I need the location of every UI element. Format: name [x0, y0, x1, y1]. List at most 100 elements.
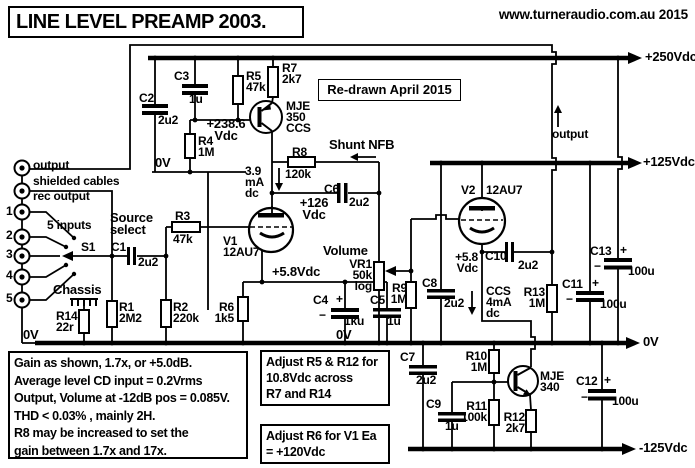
resistor-r6 — [237, 296, 249, 322]
five-inputs-label: 5 inputs — [47, 218, 92, 232]
capacitor-c5 — [373, 308, 401, 318]
flow-arrows — [275, 105, 562, 315]
v1-label: V1 12AU7 — [223, 234, 260, 259]
s1-label: S1 — [81, 240, 96, 254]
c12-label: C12 — [576, 374, 598, 388]
r1-label: R1 2M2 — [119, 300, 142, 325]
c10-label: C10 — [485, 249, 507, 263]
c11-plus-sign: + — [592, 276, 599, 290]
arrow-250v-icon — [628, 52, 642, 64]
shielded-cables-label: shielded cables — [33, 174, 120, 188]
c12-value: 100u — [612, 394, 639, 408]
adjust-r6-text: Adjust R6 for V1 Ea = +120Vdc — [266, 429, 377, 459]
rail-arrowheads — [622, 52, 642, 455]
rail-label-minus125v: -125Vdc — [639, 440, 688, 455]
v2-cathode — [469, 226, 495, 234]
base-voltage-label: +238.6 Vdc — [206, 116, 246, 143]
title-box: LINE LEVEL PREAMP 2003. — [8, 6, 304, 38]
connector-input-5 — [13, 291, 31, 309]
vr1-label: VR1 50k log — [349, 257, 372, 293]
c11-value: 100u — [600, 297, 627, 311]
capacitor-c9 — [438, 412, 466, 422]
connector-input-3 — [13, 247, 31, 265]
adjust-r6-box: Adjust R6 for V1 Ea = +120Vdc — [260, 424, 390, 464]
input-number-2: 2 — [6, 228, 13, 242]
c7-label: C7 — [400, 350, 415, 364]
capacitor-c2 — [142, 104, 168, 115]
c8-value: 2u2 — [444, 296, 465, 310]
output-signal-label: output — [552, 127, 589, 141]
adjust-r5-r12-box: Adjust R5 & R12 for 10.8Vdc across R7 an… — [260, 350, 390, 406]
arrow-minus125v-icon — [622, 443, 636, 455]
capacitor-c6 — [337, 183, 348, 203]
connector-input-4 — [13, 268, 31, 286]
connector-rec-output — [13, 182, 31, 200]
arrow-0v-icon — [626, 337, 640, 349]
gain-notes-text: Gain as shown, 1.7x, or +5.0dB. Average … — [14, 356, 230, 458]
c4-minus-sign: − — [319, 308, 326, 322]
r10-label: R10 1M — [465, 349, 488, 374]
capacitor-c3 — [182, 84, 208, 95]
rec-output-label: rec output — [33, 189, 90, 203]
resistor-r9 — [405, 281, 417, 309]
resistor-r8 — [287, 156, 316, 168]
redrawn-label: Re-drawn April 2015 — [327, 82, 452, 97]
mje340-label: MJE 340 — [540, 369, 565, 394]
output-connector-label: output — [33, 158, 70, 172]
capacitor-c10 — [505, 242, 514, 262]
c2-label: C2 — [139, 91, 154, 105]
input-number-4: 4 — [6, 268, 13, 282]
capacitor-c8 — [427, 289, 455, 299]
vr1-wiper-arrow-icon — [385, 266, 396, 276]
gain-notes-box: Gain as shown, 1.7x, or +5.0dB. Average … — [8, 351, 248, 459]
redrawn-box: Re-drawn April 2015 — [318, 79, 461, 101]
r4-label: R4 1M — [198, 134, 215, 159]
c6-value: 2u2 — [349, 195, 370, 209]
c11-minus-sign: − — [566, 292, 573, 306]
connector-input-1 — [13, 203, 31, 221]
c8-label: C8 — [422, 276, 437, 290]
r6-label: R6 1k5 — [214, 300, 235, 325]
v1-anode — [258, 213, 284, 218]
r8-value: 120k — [285, 167, 311, 181]
c4-value: 1ku — [344, 314, 365, 328]
r14-label: R14 22r — [56, 309, 78, 334]
r8-label: R8 — [292, 145, 307, 159]
c1-label: C1 — [111, 240, 126, 254]
r11-label: R11 100k — [461, 399, 487, 424]
c6-label: C6 — [324, 182, 339, 196]
capacitor-c13 — [604, 258, 632, 270]
ccs2-current-arrow-icon — [468, 307, 476, 315]
output-direction-arrow-icon — [554, 105, 562, 113]
capacitor-c4 — [331, 308, 359, 319]
c3-value: 1u — [189, 92, 203, 106]
resistor-r14 — [78, 309, 90, 334]
tube-v2-12au7 — [457, 196, 507, 246]
c1-value: 2u2 — [138, 255, 159, 269]
junction-dots — [81, 55, 621, 452]
r3-value: 47k — [173, 232, 193, 246]
resistor-r5 — [232, 75, 244, 105]
resistor-r2 — [160, 299, 172, 328]
resistor-r12 — [525, 409, 537, 433]
zero-mid-left-label: 0V — [155, 155, 171, 170]
c4-label: C4 — [313, 293, 328, 307]
c9-label: C9 — [426, 397, 441, 411]
capacitor-c11 — [576, 291, 604, 302]
r12-label: R12 2k7 — [503, 410, 526, 435]
input-number-3: 3 — [6, 247, 13, 261]
source-selector-s1 — [62, 235, 77, 277]
c5-label: C5 — [370, 293, 385, 307]
ccs1-current-arrow-icon — [275, 183, 283, 191]
r13-label: R13 1M — [523, 285, 546, 310]
c11-label: C11 — [562, 277, 583, 291]
connector-input-2 — [13, 228, 31, 246]
zero-left-label: 0V — [23, 327, 39, 342]
v1-cathode — [259, 231, 285, 239]
resistor-r13 — [546, 284, 558, 313]
r2-label: R2 220k — [173, 300, 199, 325]
ccs2-label: CCS 4mA dc — [486, 284, 512, 320]
input-number-5: 5 — [6, 291, 13, 305]
